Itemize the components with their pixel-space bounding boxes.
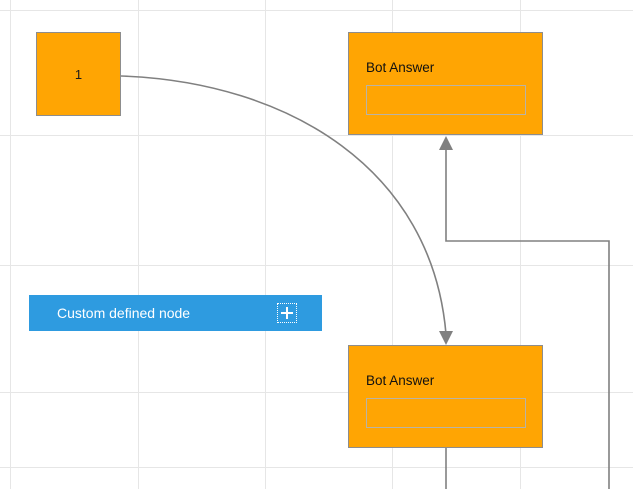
arrowhead-up-icon <box>439 136 453 150</box>
node-start[interactable]: 1 <box>36 32 121 116</box>
node-bot-answer-bottom-title: Bot Answer <box>366 373 435 388</box>
custom-defined-node-label: Custom defined node <box>57 305 191 321</box>
custom-defined-node-button[interactable]: Custom defined node <box>29 295 322 331</box>
connector-start-to-bot-bottom[interactable] <box>120 75 447 335</box>
node-bot-answer-top-slot[interactable] <box>366 85 526 115</box>
node-bot-answer-top[interactable]: Bot Answer <box>348 32 543 135</box>
arrowhead-down-icon <box>439 331 453 345</box>
plus-icon[interactable] <box>277 303 297 323</box>
node-start-label: 1 <box>74 66 83 82</box>
node-bot-answer-top-title: Bot Answer <box>366 60 435 75</box>
node-bot-answer-bottom-slot[interactable] <box>366 398 526 428</box>
connector-loop-to-bot-top[interactable] <box>445 147 610 489</box>
node-bot-answer-bottom[interactable]: Bot Answer <box>348 345 543 448</box>
